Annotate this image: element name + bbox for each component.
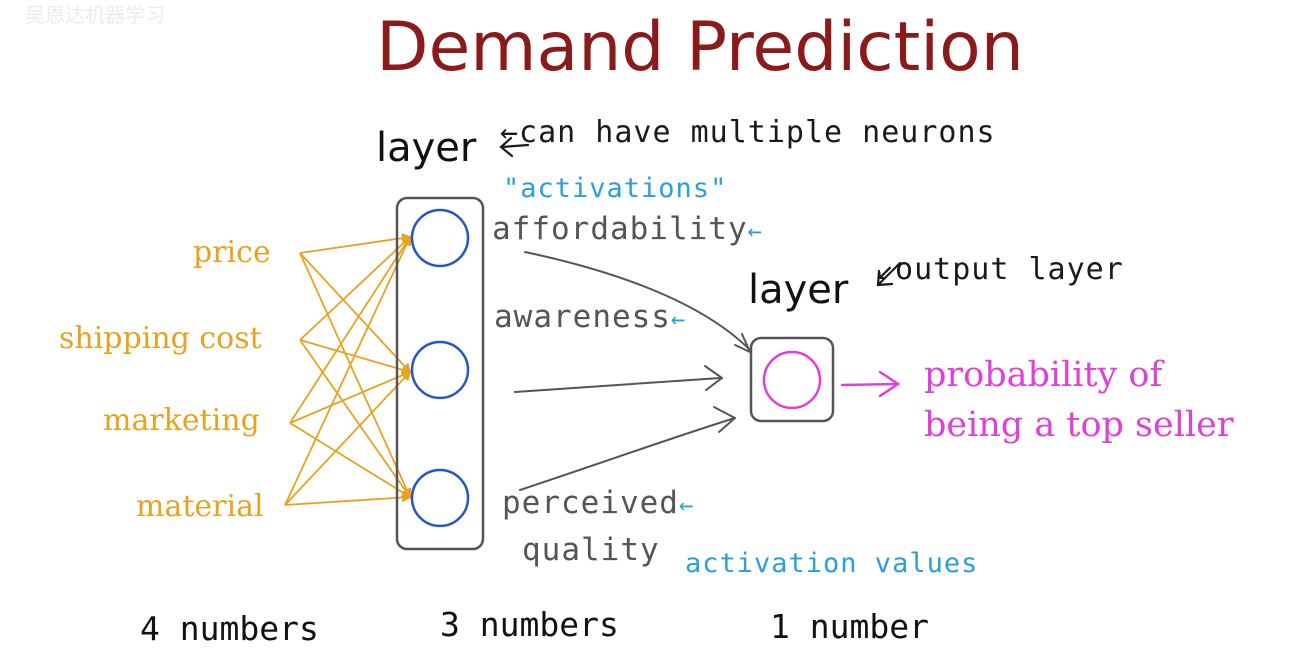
edge-h3-out <box>519 417 736 491</box>
hidden-unit-label-affordability: affordability← <box>492 211 764 247</box>
hidden-layer-box <box>395 196 485 551</box>
edge-shipping-h1 <box>299 235 412 341</box>
edge-shipping-h3 <box>299 339 412 499</box>
count-hidden: 3 numbers <box>440 605 619 644</box>
count-inputs: 4 numbers <box>140 609 319 648</box>
edge-material-h1 <box>284 235 412 506</box>
output-layer-note: ↙output layer <box>876 252 1124 287</box>
output-note-arrow <box>876 261 902 287</box>
hidden-unit-label-awareness: awareness← <box>494 299 687 335</box>
input-edges <box>284 233 412 506</box>
edge-price-h2 <box>299 252 412 374</box>
hidden-layer-note: ←can have multiple neurons <box>500 115 996 150</box>
input-label-price: price <box>193 235 271 270</box>
edge-price-h1 <box>299 233 412 254</box>
edge-marketing-h3 <box>289 422 412 499</box>
hidden-output-edges <box>514 251 751 491</box>
watermark: 吴恩达机器学习 <box>25 3 165 27</box>
output-layer-label: layer <box>748 267 849 313</box>
hidden-neuron-2 <box>410 340 470 400</box>
edge-h1-out <box>524 251 751 351</box>
hidden-neuron-3 <box>410 468 470 528</box>
output-layer-box <box>749 336 835 423</box>
edge-material-h2 <box>284 370 412 506</box>
edge-marketing-h2 <box>289 370 412 424</box>
input-label-material: material <box>136 489 264 524</box>
output-neuron <box>762 350 822 410</box>
hidden-unit-label-quality: quality <box>522 532 660 568</box>
output-arrow <box>840 370 901 398</box>
edge-h2-out <box>514 377 721 393</box>
edge-price-h3 <box>299 252 412 499</box>
hidden-neuron-1 <box>410 208 470 268</box>
output-label-line1: probability of <box>924 355 1163 395</box>
hidden-layer-label: layer <box>376 125 477 171</box>
count-output: 1 number <box>770 607 929 646</box>
input-label-shipping-cost: shipping cost <box>59 321 262 356</box>
edge-material-h3 <box>284 492 412 506</box>
activations-note: "activations" <box>503 173 728 204</box>
activation-values-note: activation values <box>685 548 979 579</box>
hidden-unit-label-perceived: perceived← <box>502 485 695 521</box>
page-title: Demand Prediction <box>376 8 1024 87</box>
output-label-line2: being a top seller <box>924 405 1234 445</box>
edge-marketing-h1 <box>289 235 412 424</box>
input-label-marketing: marketing <box>103 403 260 438</box>
annotation-arrows <box>499 136 902 287</box>
hidden-note-arrow <box>499 136 530 158</box>
